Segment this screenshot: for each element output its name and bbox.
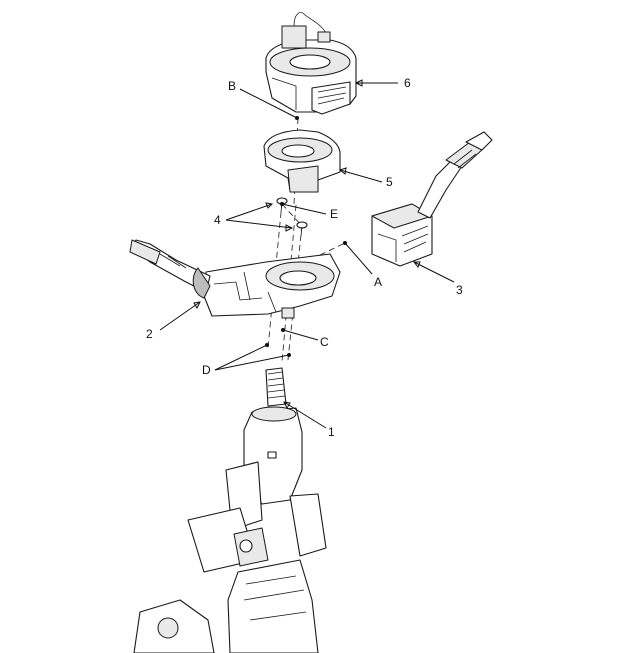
screw-right-shank <box>300 226 303 237</box>
label-5: 5 <box>386 175 393 189</box>
part-2-multifunction-switch <box>129 239 341 319</box>
arrow-2 <box>193 301 201 310</box>
arrow-4-lower <box>285 224 294 232</box>
wiper-switch-top <box>371 203 433 229</box>
part-4-screws <box>276 197 308 237</box>
label-6: 6 <box>404 76 411 90</box>
dot-e <box>280 202 284 206</box>
label-b: B <box>228 79 236 93</box>
column-yoke-bore <box>157 617 179 639</box>
arrow-5 <box>338 167 347 175</box>
column-shaft-splines <box>267 371 286 399</box>
wiper-switch-terminals <box>377 225 429 262</box>
dot-d-left <box>265 343 269 347</box>
label-d: D <box>202 363 211 377</box>
dot-b <box>295 116 299 120</box>
axis-center <box>281 204 297 363</box>
leader-d-left <box>214 344 268 371</box>
part-5-angle-sensor <box>263 129 341 193</box>
label-1: 1 <box>328 425 335 439</box>
switch-lower-tab <box>281 307 295 319</box>
light-stalk-ridges <box>159 253 187 269</box>
wiper-stalk-ridges <box>453 149 477 169</box>
light-stalk-boot <box>192 267 211 299</box>
wiper-stalk-tip <box>465 131 493 151</box>
label-c: C <box>320 335 329 349</box>
leader-2 <box>159 301 201 331</box>
clock-spring-harness-plug <box>281 25 307 49</box>
column-mount-plate-right <box>289 493 327 557</box>
column-key-slot <box>267 451 277 459</box>
leader-c <box>282 329 319 341</box>
angle-sensor-bore <box>281 144 315 158</box>
axis-screw-right <box>287 224 303 361</box>
light-stalk-grip <box>129 239 161 265</box>
dot-d-right <box>287 353 291 357</box>
part-6-clock-spring <box>265 12 357 115</box>
label-a: A <box>374 275 382 289</box>
callout-labels: B 6 5 4 E A 3 2 C D 1 <box>146 76 463 439</box>
part-1-steering-column <box>133 367 327 653</box>
clock-spring-connector-block <box>311 81 351 115</box>
arrow-3 <box>412 261 421 268</box>
column-pivot-bolt <box>239 539 253 553</box>
dot-c <box>281 328 285 332</box>
wiper-stalk-lower <box>417 159 463 219</box>
label-4: 4 <box>214 213 221 227</box>
leader-4-lower <box>225 219 293 229</box>
switch-housing-ribs <box>213 271 277 313</box>
leader-b <box>239 88 298 119</box>
label-3: 3 <box>456 283 463 297</box>
dot-a <box>343 241 347 245</box>
label-e: E <box>330 207 338 221</box>
leader-d-right <box>214 354 290 371</box>
column-lower-ribs <box>243 575 307 621</box>
axis-a-link <box>319 242 346 256</box>
clock-spring-ribs <box>317 86 347 105</box>
arrow-4-upper <box>265 202 274 209</box>
clock-spring-bore <box>289 54 331 70</box>
arrow-1 <box>283 401 291 410</box>
leader-3 <box>413 261 455 283</box>
leader-lines <box>159 79 455 429</box>
angle-sensor-connector <box>287 165 319 193</box>
part-3-wiper-switch <box>371 131 493 267</box>
leader-1 <box>283 401 327 429</box>
column-lower-housing <box>227 559 319 653</box>
leader-5 <box>339 169 383 183</box>
arrow-6 <box>354 79 363 87</box>
clock-spring-harness-wire <box>293 12 329 37</box>
clock-spring-wire-clip <box>317 31 331 43</box>
leader-4-upper <box>225 203 273 221</box>
switch-housing-bore <box>279 270 317 286</box>
leader-a <box>344 242 373 275</box>
column-upper-collar <box>251 406 297 422</box>
label-2: 2 <box>146 327 153 341</box>
leader-e <box>281 203 327 215</box>
clock-spring-edge <box>271 77 297 110</box>
